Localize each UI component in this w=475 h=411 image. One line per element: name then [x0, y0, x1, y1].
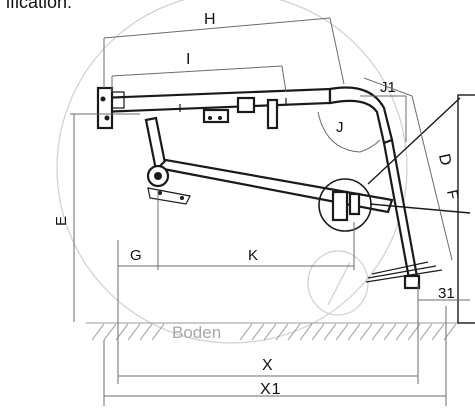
- rear-bracket: [96, 86, 125, 130]
- dim-i: [111, 65, 287, 93]
- label-d: D: [435, 152, 454, 168]
- label-31: 31: [438, 285, 455, 302]
- front-down-tube: [382, 138, 421, 290]
- dim-e: [70, 113, 140, 322]
- ground-label: Boden: [172, 323, 221, 342]
- detail-callout: [318, 97, 471, 232]
- label-j: J: [336, 119, 344, 136]
- caption-fragment: ification:: [6, 0, 72, 12]
- seat-mounts: [179, 96, 287, 130]
- front-caster-outline: [307, 250, 369, 316]
- dim-h: [103, 17, 345, 88]
- dim-d: [363, 77, 453, 261]
- label-f: F: [443, 188, 462, 201]
- dim-g-k: [117, 190, 355, 322]
- label-x1: X1: [260, 381, 282, 398]
- caster-fork-outline: [327, 261, 351, 306]
- label-g: G: [130, 247, 142, 264]
- dim-x1: [103, 306, 447, 406]
- dim-x: [117, 306, 419, 384]
- rear-wheel-outline: [56, 0, 408, 344]
- angle-arc-j: [317, 111, 381, 153]
- label-h: H: [204, 11, 217, 28]
- footplate: [365, 261, 443, 283]
- label-i: I: [186, 51, 191, 68]
- dim-31: [417, 284, 470, 306]
- detail-box-edge: [457, 94, 475, 324]
- label-k: K: [248, 247, 258, 264]
- label-e: E: [53, 216, 70, 226]
- dim-j1: [360, 95, 407, 142]
- frame-top-rail: [98, 86, 394, 145]
- label-x: X: [262, 357, 274, 374]
